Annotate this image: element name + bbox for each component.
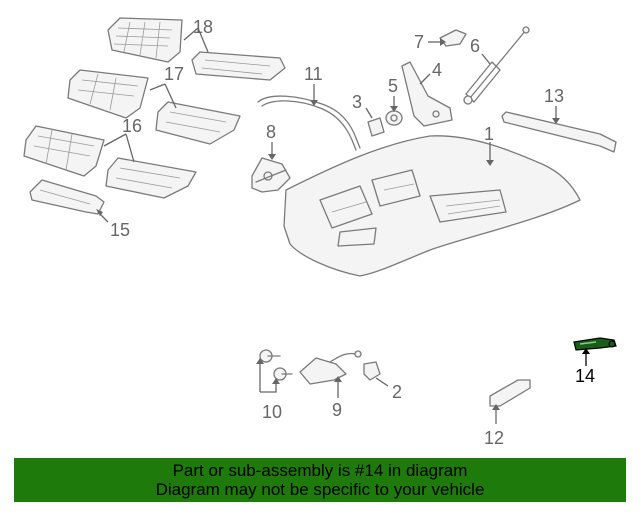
part-3-bumper[interactable] (367, 117, 385, 137)
part-1-hood[interactable] (283, 135, 581, 277)
part-11-hood-seal[interactable] (257, 95, 361, 151)
callout-14[interactable]: 14 (575, 366, 595, 386)
part-18-grille-insert[interactable] (107, 17, 286, 81)
callout-7[interactable]: 7 (414, 32, 424, 52)
callout-9[interactable]: 9 (332, 400, 342, 420)
callout-1[interactable]: 1 (484, 124, 494, 144)
parts-diagram: 18 17 16 15 11 8 3 (23, 17, 617, 448)
callout-11[interactable]: 11 (304, 64, 323, 84)
part-14-highlighted[interactable] (573, 337, 617, 351)
part-7-clip[interactable] (439, 29, 467, 47)
callout-12[interactable]: 12 (484, 428, 504, 448)
callout-3[interactable]: 3 (352, 92, 362, 112)
part-10-bolts[interactable] (259, 349, 293, 381)
part-9-release-cable[interactable] (299, 350, 362, 385)
callout-5[interactable]: 5 (388, 76, 398, 96)
part-5-bumper[interactable] (385, 110, 403, 126)
part-13-molding[interactable] (501, 111, 617, 153)
callout-10[interactable]: 10 (262, 402, 282, 422)
part-16-grille-insert[interactable] (23, 125, 197, 199)
part-4-hood-hinge[interactable] (401, 61, 453, 127)
callout-17[interactable]: 17 (164, 64, 184, 84)
callout-18[interactable]: 18 (193, 17, 213, 37)
part-12-trim[interactable] (489, 379, 531, 407)
part-17-grille-insert[interactable] (67, 69, 241, 145)
callout-15[interactable]: 15 (110, 220, 130, 240)
callout-6[interactable]: 6 (470, 36, 480, 56)
callout-4[interactable]: 4 (432, 60, 442, 80)
callout-8[interactable]: 8 (266, 122, 276, 142)
part-8-hood-latch[interactable] (251, 157, 291, 193)
part-2-clip[interactable] (363, 361, 381, 381)
callout-16[interactable]: 16 (122, 116, 142, 136)
banner-line-1: Part or sub-assembly is #14 in diagram (172, 461, 468, 480)
part-6-lift-support[interactable] (463, 26, 530, 105)
selection-banner: Part or sub-assembly is #14 in diagram D… (14, 458, 626, 502)
callout-2[interactable]: 2 (392, 382, 402, 402)
banner-line-2: Diagram may not be specific to your vehi… (155, 480, 485, 499)
part-15-shield[interactable] (29, 179, 105, 215)
callout-13[interactable]: 13 (544, 86, 564, 106)
